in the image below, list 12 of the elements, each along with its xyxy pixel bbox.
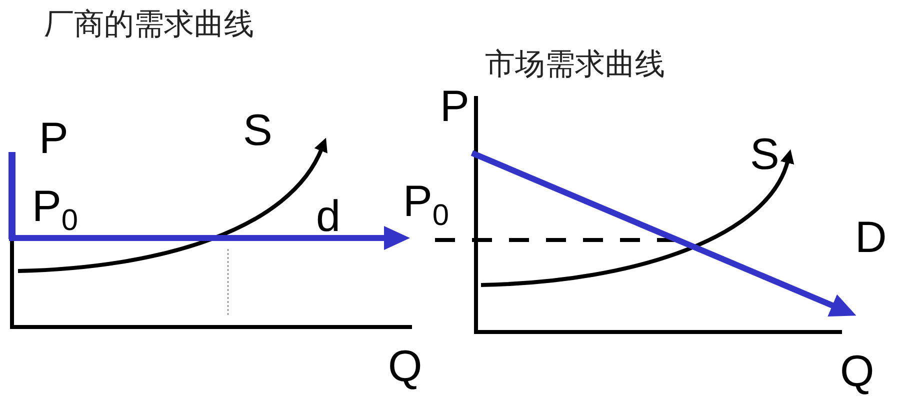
axis-label: Q (840, 350, 874, 394)
curve-label: S (750, 133, 780, 177)
curve-label: S (243, 109, 272, 153)
price-level-label: P$_{0}$ (403, 180, 449, 224)
axis-label: P (440, 85, 470, 129)
chart-title: 厂商的需求曲线 (44, 10, 254, 40)
chart-title: 市场需求曲线 (485, 50, 665, 80)
axis-label: P (39, 117, 68, 161)
curve-label: D (855, 216, 887, 260)
axis-label: Q (388, 345, 422, 389)
price-level-label: P$_{0}$ (32, 185, 78, 229)
curve-label: d (316, 195, 340, 239)
